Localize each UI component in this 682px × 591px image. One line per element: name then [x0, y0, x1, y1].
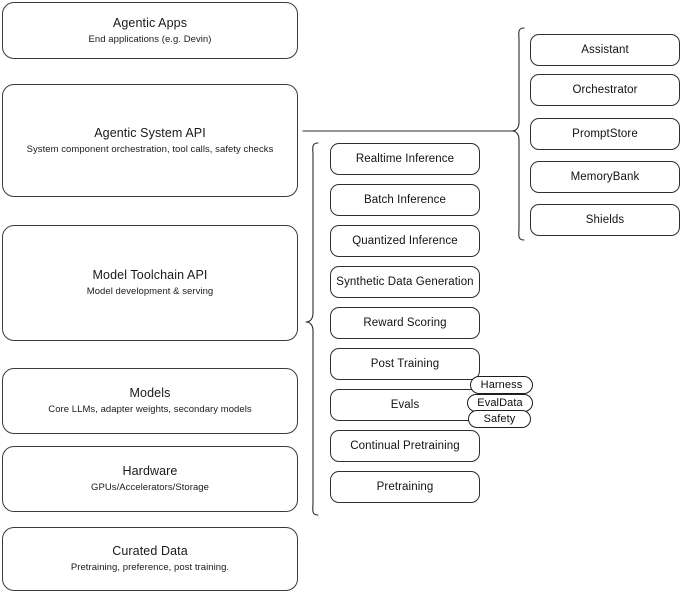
layer-title: Curated Data: [112, 544, 188, 558]
layer-box-hardware[interactable]: Hardware GPUs/Accelerators/Storage: [2, 446, 298, 512]
component-box-assistant[interactable]: Assistant: [530, 34, 680, 66]
capability-box-batch-inference[interactable]: Batch Inference: [330, 184, 480, 216]
layer-box-agentic-system-api[interactable]: Agentic System API System component orch…: [2, 84, 298, 197]
layer-box-agentic-apps[interactable]: Agentic Apps End applications (e.g. Devi…: [2, 2, 298, 59]
layer-subtitle: GPUs/Accelerators/Storage: [91, 482, 209, 493]
eval-pill-safety[interactable]: Safety: [468, 410, 531, 428]
layer-box-curated-data[interactable]: Curated Data Pretraining, preference, po…: [2, 527, 298, 591]
capability-box-post-training[interactable]: Post Training: [330, 348, 480, 380]
component-box-promptstore[interactable]: PromptStore: [530, 118, 680, 150]
component-box-memorybank[interactable]: MemoryBank: [530, 161, 680, 193]
brace-middle-column: [305, 142, 319, 516]
component-box-orchestrator[interactable]: Orchestrator: [530, 74, 680, 106]
eval-pill-harness[interactable]: Harness: [470, 376, 533, 394]
capability-box-quantized-inference[interactable]: Quantized Inference: [330, 225, 480, 257]
capability-box-pretraining[interactable]: Pretraining: [330, 471, 480, 503]
layer-box-model-toolchain-api[interactable]: Model Toolchain API Model development & …: [2, 225, 298, 341]
layer-title: Model Toolchain API: [92, 268, 208, 282]
capability-box-continual-pretraining[interactable]: Continual Pretraining: [330, 430, 480, 462]
layer-subtitle: Pretraining, preference, post training.: [70, 562, 230, 573]
capability-box-synthetic-data-generation[interactable]: Synthetic Data Generation: [330, 266, 480, 298]
layer-title: Agentic Apps: [112, 15, 188, 30]
layer-subtitle: End applications (e.g. Devin): [88, 33, 212, 45]
component-box-shields[interactable]: Shields: [530, 204, 680, 236]
layer-subtitle: Model development & serving: [86, 286, 214, 297]
layer-title: Models: [129, 386, 171, 400]
layer-box-models[interactable]: Models Core LLMs, adapter weights, secon…: [2, 368, 298, 434]
capability-box-reward-scoring[interactable]: Reward Scoring: [330, 307, 480, 339]
layer-title: Hardware: [122, 464, 178, 478]
capability-box-evals[interactable]: Evals: [330, 389, 480, 421]
layer-subtitle: System component orchestration, tool cal…: [26, 143, 274, 155]
layer-subtitle: Core LLMs, adapter weights, secondary mo…: [48, 404, 252, 415]
layer-title: Agentic System API: [94, 125, 206, 140]
capability-box-realtime-inference[interactable]: Realtime Inference: [330, 143, 480, 175]
brace-right-column: [511, 27, 525, 241]
